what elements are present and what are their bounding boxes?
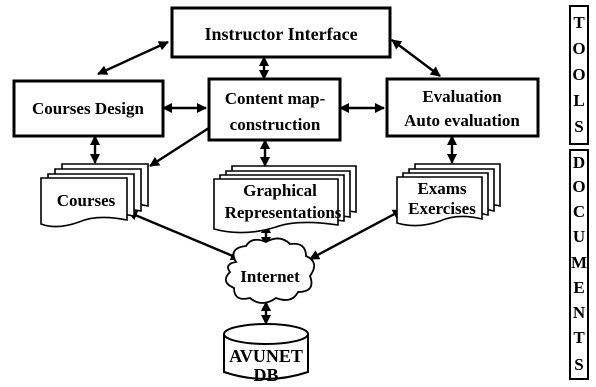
courses-document-label: Courses [57,191,116,210]
tools-letter-o2: O [572,65,585,84]
arrow-exams-internet [309,208,403,261]
graphical-label-line2: Representations [225,203,342,222]
arrow-instructor-evaluation [391,39,441,77]
content-map-label-line1: Content map- [225,89,326,108]
content-map-label-line2: construction [230,115,321,134]
tools-letter-o1: O [572,39,585,58]
internet-cloud: Internet [224,237,316,304]
graphical-label-line1: Graphical [243,181,317,200]
database-label-line2: DB [253,365,278,385]
evaluation-label-line1: Evaluation [422,87,502,106]
tools-letter-t: T [573,13,585,32]
instructor-interface-label: Instructor Interface [204,24,357,44]
database-label-line1: AVUNET [229,346,303,366]
tools-side-label: T O O L S [569,5,589,145]
internet-label: Internet [240,267,300,286]
tools-letter-l: L [573,91,584,110]
avunet-database: AVUNET DB [223,323,309,385]
documents-letter-n: N [573,303,586,322]
documents-side-label: D O C U M E N T S [569,149,589,380]
evaluation-label-line2: Auto evaluation [404,111,520,130]
exams-label-line1: Exams [417,179,467,198]
documents-letter-d: D [573,153,585,172]
courses-design-label: Courses Design [32,99,144,118]
arrow-courses-internet [127,210,241,261]
documents-letter-u: U [573,227,585,246]
documents-letter-s: S [574,355,583,374]
content-map-box: Content map- construction [207,77,342,142]
instructor-interface-box: Instructor Interface [170,6,392,59]
arrow-content-map-courses [149,124,213,168]
arrow-instructor-courses-design [97,40,169,76]
documents-letter-m: M [571,253,587,272]
documents-letter-o: O [572,177,585,196]
documents-letter-e: E [573,278,584,297]
graphical-representations-document-stack: Graphical Representations [213,165,357,234]
courses-document-stack: Courses [40,163,149,228]
documents-letter-c: C [573,202,585,221]
evaluation-box: Evaluation Auto evaluation [385,77,540,138]
exams-label-line2: Exercises [408,199,476,218]
documents-letter-t: T [573,328,585,347]
exams-exercises-document-stack: Exams Exercises [396,163,501,227]
tools-letter-s: S [574,117,583,136]
courses-design-box: Courses Design [12,79,165,138]
